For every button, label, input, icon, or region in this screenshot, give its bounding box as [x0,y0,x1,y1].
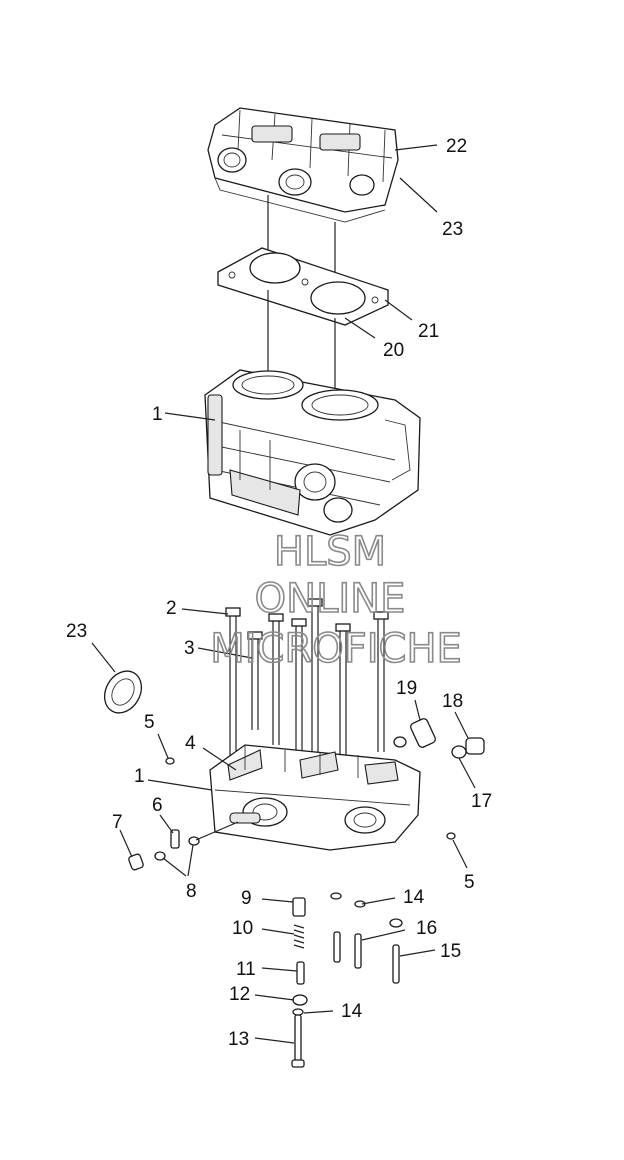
callout-13: 13 [228,1029,249,1050]
callout-6: 6 [152,795,163,816]
callout-5: 5 [464,872,475,893]
callout-9: 9 [241,888,252,909]
watermark-line1: HLSM [274,529,386,575]
callout-16: 16 [416,918,437,939]
head-gasket [217,247,389,326]
callout-10: 10 [232,918,253,939]
cylinder-head [207,107,399,223]
callout-15: 15 [440,941,461,962]
callout-2: 2 [166,598,177,619]
oil-seal [103,670,143,714]
fitting [393,718,436,748]
watermark-line2: ONLINE [255,576,406,622]
callout-3: 3 [184,638,195,659]
callout-labels: 22 23 21 20 1 2 3 23 19 18 5 4 1 17 6 7 … [66,136,492,1050]
callout-7: 7 [112,812,123,833]
dowel-pin [446,832,456,840]
callout-23: 23 [66,621,87,642]
plug [451,737,485,759]
callout-21: 21 [418,321,439,342]
callout-14: 14 [341,1001,363,1022]
callout-8: 8 [186,881,197,902]
callout-20: 20 [383,340,404,361]
leader-lines [91,144,476,1044]
callout-22: 22 [446,136,467,157]
callout-19: 19 [396,678,417,699]
lower-crankcase [209,744,421,851]
callout-18: 18 [442,691,463,712]
crankcase-bolts [225,598,389,770]
callout-14: 14 [403,887,425,908]
valve-parts [291,892,403,1068]
cylinder-block [204,369,421,536]
watermark-line3: MICROFICHE [210,626,462,672]
sensor-and-plugs [128,821,239,871]
watermark: HLSM ONLINE MICROFICHE [209,528,462,673]
callout-11: 11 [236,959,256,980]
callout-23: 23 [442,219,463,240]
dowel-pin [165,757,175,765]
callout-12: 12 [229,984,250,1005]
callout-4: 4 [185,733,196,754]
callout-1: 1 [152,404,163,425]
callout-5: 5 [144,712,155,733]
callout-1: 1 [134,766,145,787]
callout-17: 17 [471,791,492,812]
